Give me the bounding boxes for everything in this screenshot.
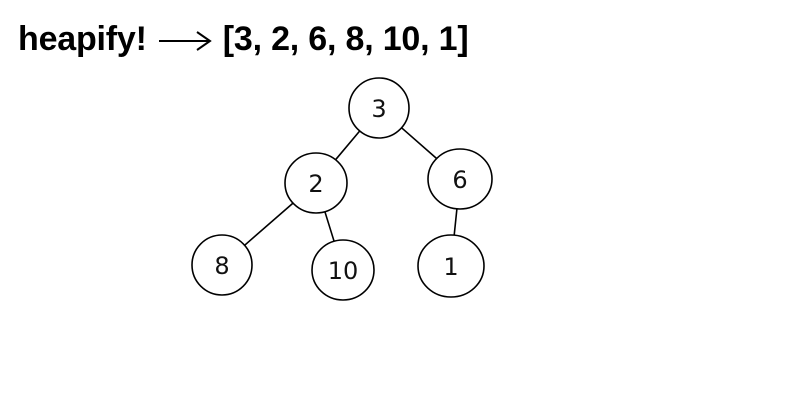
tree-edge-n1-n4	[324, 210, 335, 243]
tree-node: 3	[348, 77, 410, 139]
tree-node-circle	[427, 148, 493, 210]
tree-node: 8	[191, 234, 253, 296]
tree-node-circle	[417, 234, 485, 298]
tree-node-label: 8	[214, 252, 229, 280]
heading-title: heapify!	[18, 19, 147, 58]
long-right-arrow-icon	[158, 31, 212, 51]
tree-node-circle	[311, 239, 375, 301]
tree-node-label: 6	[452, 166, 467, 194]
tree-node-label: 1	[443, 253, 458, 281]
tree-node: 1	[417, 234, 485, 298]
tree-node: 10	[311, 239, 375, 301]
tree-node-circle	[348, 77, 410, 139]
tree-edge-n2-n5	[453, 208, 458, 236]
tree-node-label: 10	[328, 257, 359, 285]
tree-edge-n0-n1	[334, 130, 361, 161]
tree-node: 6	[427, 148, 493, 210]
tree-edge-n1-n3	[243, 202, 294, 247]
tree-node: 2	[284, 152, 348, 214]
heading: heapify! [3, 2, 6, 8, 10, 1]	[18, 14, 469, 64]
tree-node-circle	[191, 234, 253, 296]
tree-node-label: 2	[308, 170, 323, 198]
tree-node-circle	[284, 152, 348, 214]
tree-nodes: 3 2 6 8 10 1	[191, 77, 493, 301]
heading-array: [3, 2, 6, 8, 10, 1]	[222, 19, 469, 58]
tree-node-label: 3	[371, 95, 386, 123]
tree-edge-n0-n2	[400, 127, 438, 160]
tree-edges	[243, 127, 458, 247]
